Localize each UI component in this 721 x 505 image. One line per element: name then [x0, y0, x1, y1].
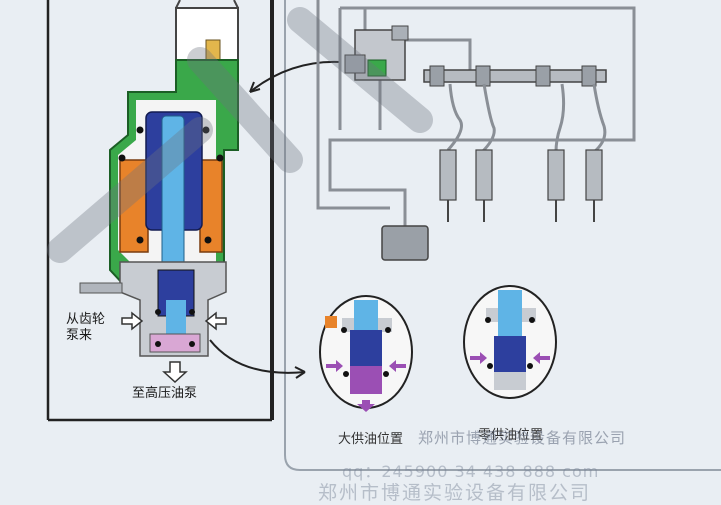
detail-zero-supply	[463, 285, 557, 399]
fuel-system	[316, 0, 636, 228]
link-arrow-bottom	[209, 339, 306, 374]
label-from-gear-pump: 从齿轮 泵来	[66, 312, 105, 344]
left-panel-frame	[46, 0, 274, 422]
detail-max-supply	[319, 295, 413, 412]
label-zero-supply-position: 零供油位置	[478, 428, 544, 443]
high-pressure-pump	[344, 25, 409, 81]
label-to-high-pressure-pump: 至高压油泵	[132, 386, 198, 401]
label-max-supply-position: 大供油位置	[338, 432, 404, 447]
injectors	[439, 83, 607, 222]
coil-left	[119, 159, 149, 253]
common-rail	[423, 65, 607, 87]
label-from-gear-pump-line2: 泵来	[66, 328, 93, 343]
inlet-arrows	[121, 311, 227, 384]
fuel-tank	[381, 225, 429, 261]
metering-valve-section	[79, 0, 239, 357]
watermark-strokes	[47, 7, 433, 263]
link-arrow-top	[249, 60, 341, 93]
right-panel-outline	[284, 0, 721, 471]
label-from-gear-pump-line1: 从齿轮	[66, 312, 106, 327]
